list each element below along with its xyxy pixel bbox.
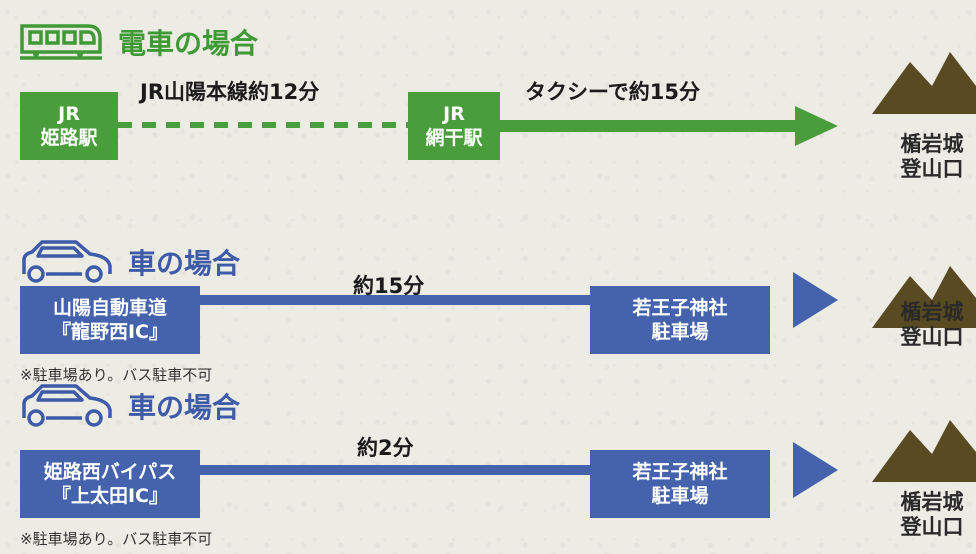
mountain-icon: [872, 52, 976, 114]
train-route-line: [118, 106, 838, 146]
car2-duration-label: 約2分: [357, 436, 414, 460]
car1-start-box: 山陽自動車道 『龍野西IC』: [20, 286, 200, 354]
car1-route-line: [200, 272, 838, 328]
train-segment2-label: タクシーで約15分: [525, 80, 700, 104]
train-segment1-label: JR山陽本線約12分: [140, 80, 320, 104]
train-start-box: JR 姫路駅: [20, 92, 118, 160]
destination-line2: 登山口: [900, 325, 964, 349]
destination-line1: 楯岩城: [900, 300, 964, 324]
car1-end-line1: 若王子神社: [632, 297, 728, 319]
car1-heading-text: 車の場合: [128, 247, 241, 280]
destination-line2: 登山口: [900, 515, 964, 539]
train-mid-line2: 網干駅: [425, 127, 483, 149]
destination-line1: 楯岩城: [900, 132, 964, 156]
train-mid-line1: JR: [443, 103, 465, 125]
car1-note: ※駐車場あり。バス駐車不可: [20, 366, 213, 384]
train-destination: 楯岩城 登山口: [882, 132, 976, 182]
train-heading-text: 電車の場合: [118, 27, 259, 60]
mountain-icon: [872, 266, 976, 328]
train-mid-box: JR 網干駅: [408, 92, 500, 160]
train-start-line1: JR: [58, 103, 80, 125]
car1-start-line2: 『龍野西IC』: [51, 321, 168, 343]
car2-end-line2: 駐車場: [651, 485, 709, 507]
car-icon: [22, 240, 112, 283]
car2-start-box: 姫路西バイパス 『上太田IC』: [20, 450, 200, 518]
car1-route-heading: 車の場合: [18, 236, 240, 288]
mountain-icon: [872, 420, 976, 482]
car2-destination: 楯岩城 登山口: [882, 490, 976, 540]
destination-line2: 登山口: [900, 157, 964, 181]
car2-note: ※駐車場あり。バス駐車不可: [20, 530, 213, 548]
car1-end-box: 若王子神社 駐車場: [590, 286, 770, 354]
car1-end-line2: 駐車場: [651, 321, 709, 343]
car2-route-line: [200, 442, 838, 498]
car2-end-line1: 若王子神社: [632, 461, 728, 483]
car2-start-line1: 姫路西バイパス: [43, 461, 177, 483]
car-icon: [22, 384, 112, 427]
car1-start-line1: 山陽自動車道: [52, 297, 167, 319]
car2-start-line2: 『上太田IC』: [51, 485, 168, 507]
car1-duration-label: 約15分: [353, 274, 425, 298]
car1-destination: 楯岩城 登山口: [882, 300, 976, 350]
car2-end-box: 若王子神社 駐車場: [590, 450, 770, 518]
train-start-line2: 姫路駅: [40, 127, 98, 149]
car2-route-heading: 車の場合: [18, 380, 240, 432]
train-route-heading: 電車の場合: [18, 18, 258, 66]
car2-heading-text: 車の場合: [128, 391, 241, 424]
train-icon: [20, 24, 102, 60]
destination-line1: 楯岩城: [900, 490, 964, 514]
